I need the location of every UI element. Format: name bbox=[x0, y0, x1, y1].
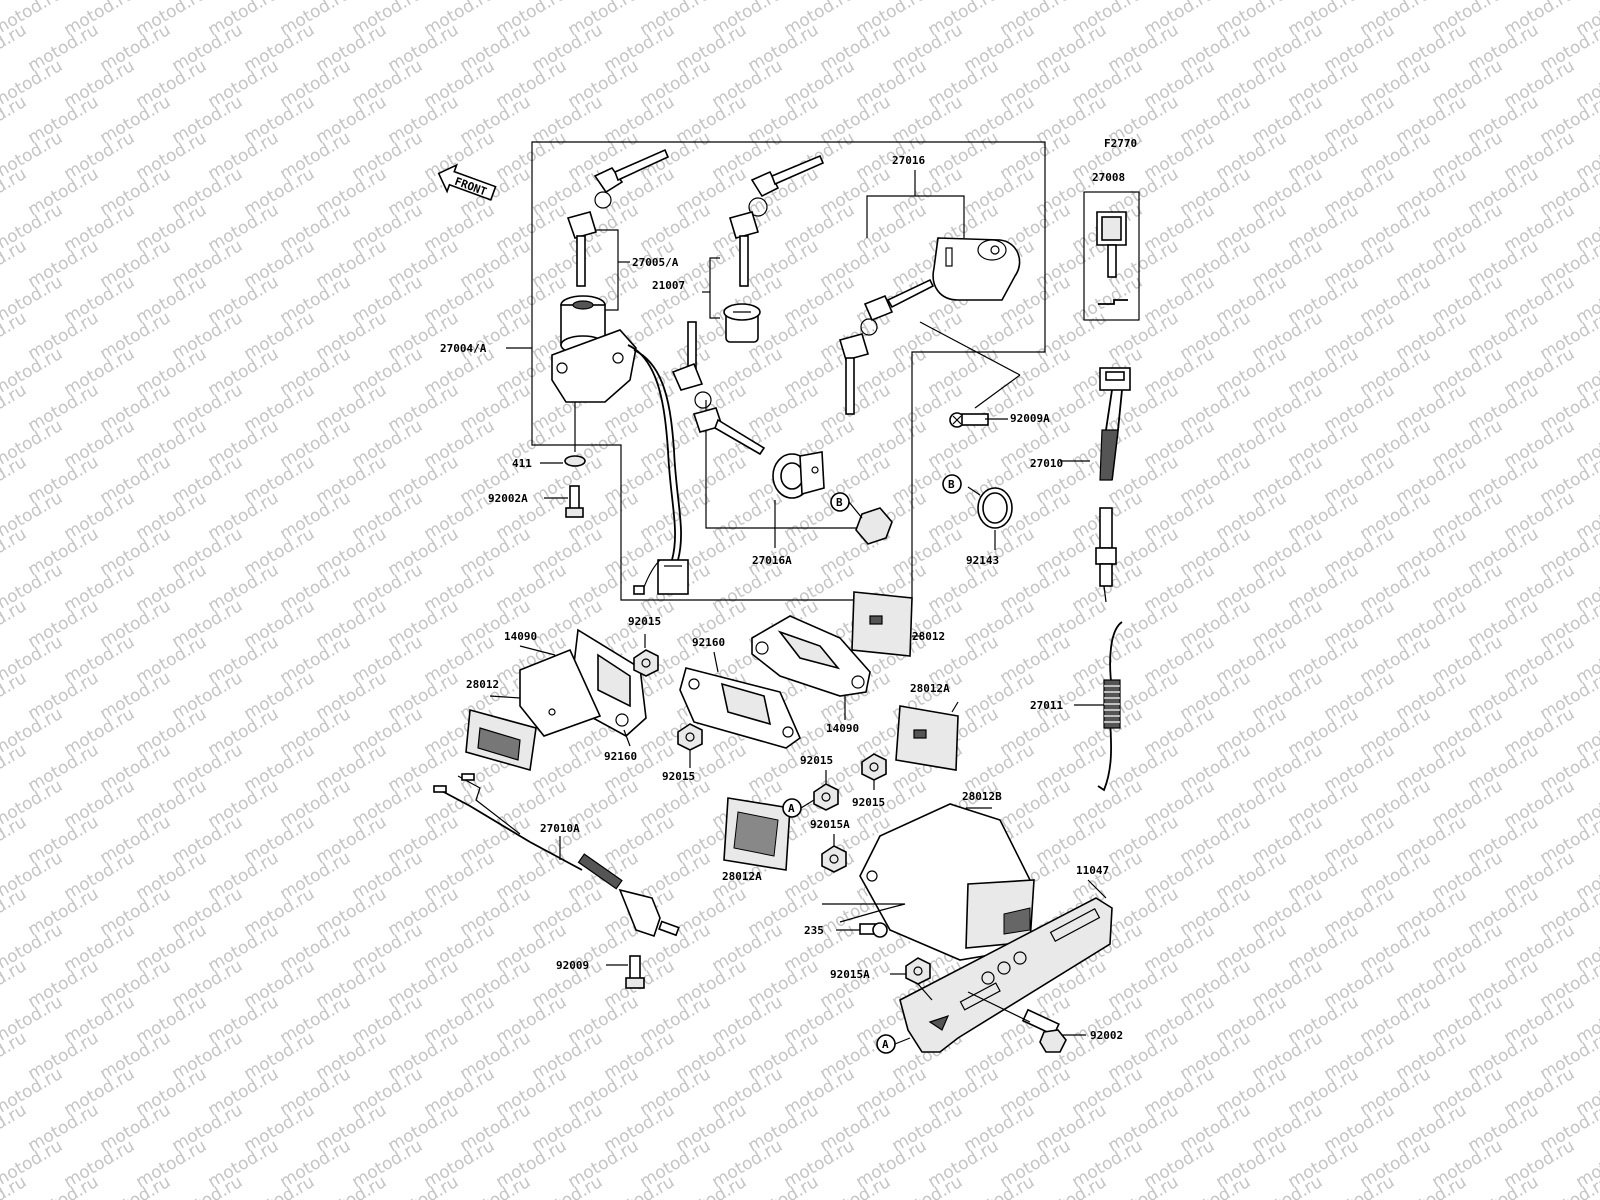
screw-235-icon bbox=[859, 922, 888, 938]
part-label: 14090 bbox=[826, 722, 859, 735]
bracket-27016 bbox=[866, 195, 965, 238]
lock-cylinder-21007-icon bbox=[723, 303, 761, 343]
part-label: 411 bbox=[512, 457, 532, 470]
part-label: 92160 bbox=[692, 636, 725, 649]
helmet-lock-27016-icon bbox=[932, 237, 1021, 301]
callout-b-lower: B bbox=[942, 474, 962, 494]
part-label: 92002 bbox=[1090, 1029, 1123, 1042]
callout-a-lower: A bbox=[876, 1034, 896, 1054]
part-label: 27011 bbox=[1030, 699, 1063, 712]
callout-a-middle: A bbox=[782, 798, 802, 818]
part-label: 92015A bbox=[830, 968, 870, 981]
reflector-28012a-lower-icon bbox=[723, 797, 791, 871]
part-label: 27010A bbox=[540, 822, 580, 835]
part-label: 28012 bbox=[466, 678, 499, 691]
part-label: 92015 bbox=[662, 770, 695, 783]
bolt-92002a-icon bbox=[565, 485, 584, 518]
part-label: 14090 bbox=[504, 630, 537, 643]
part-label: 27005/A bbox=[632, 256, 679, 269]
nut-92015-b-icon bbox=[677, 723, 703, 751]
key-card-27008-icon bbox=[1096, 211, 1128, 305]
reflector-28012a-icon bbox=[895, 705, 959, 771]
nut-92015-d-icon bbox=[813, 783, 839, 811]
gasket-92143-icon bbox=[977, 487, 1013, 529]
part-label: 27016 bbox=[892, 154, 925, 167]
front-arrow-icon: FRONT bbox=[437, 163, 497, 201]
svg-text:B: B bbox=[836, 496, 843, 509]
washer-411-icon bbox=[564, 455, 586, 467]
part-label: 27008 bbox=[1092, 171, 1125, 184]
bracket-21007 bbox=[709, 257, 720, 319]
part-label: 92015 bbox=[800, 754, 833, 767]
neutral-switch-27010-icon bbox=[1095, 367, 1131, 603]
part-label: 92015 bbox=[628, 615, 661, 628]
part-label: 28012B bbox=[962, 790, 1002, 803]
part-label: 92002A bbox=[488, 492, 528, 505]
reflector-28012-right-icon bbox=[851, 591, 913, 657]
part-label: 11047 bbox=[1076, 864, 1109, 877]
part-label: 235 bbox=[804, 924, 824, 937]
part-label: 92015 bbox=[852, 796, 885, 809]
ignition-key-middle-icon bbox=[728, 154, 825, 287]
part-label: 21007 bbox=[652, 279, 685, 292]
license-light-28012b-icon bbox=[859, 803, 1035, 961]
part-label: 28012A bbox=[910, 682, 950, 695]
helmet-lock-keys-icon bbox=[838, 278, 935, 415]
part-label: 92009 bbox=[556, 959, 589, 972]
part-label: 27010 bbox=[1030, 457, 1063, 470]
part-label: 92143 bbox=[966, 554, 999, 567]
part-label: 28012A bbox=[722, 870, 762, 883]
figure-code: F2770 bbox=[1104, 137, 1137, 150]
part-label: 28012 bbox=[912, 630, 945, 643]
screw-92009a-icon bbox=[949, 412, 989, 428]
bolt-92002-icon bbox=[1021, 1008, 1067, 1053]
part-label: 92160 bbox=[604, 750, 637, 763]
nut-92015a-a-icon bbox=[821, 845, 847, 873]
nut-92015-a-icon bbox=[633, 649, 659, 677]
part-label: 27016A bbox=[752, 554, 792, 567]
reflector-28012-left-icon bbox=[465, 708, 537, 772]
svg-text:A: A bbox=[882, 1038, 889, 1051]
svg-text:A: A bbox=[788, 802, 795, 815]
switch-cable-27010a-icon bbox=[433, 773, 680, 938]
svg-text:B: B bbox=[948, 478, 955, 491]
nut-92015-c-icon bbox=[861, 753, 887, 781]
part-label: 92009A bbox=[1010, 412, 1050, 425]
callout-b-upper: B bbox=[830, 492, 850, 512]
nut-92015a-b-icon bbox=[905, 957, 931, 985]
cable-27011-icon bbox=[1097, 621, 1123, 792]
screw-92009-icon bbox=[625, 955, 645, 989]
part-label: 27004/A bbox=[440, 342, 487, 355]
part-label: 92015A bbox=[810, 818, 850, 831]
